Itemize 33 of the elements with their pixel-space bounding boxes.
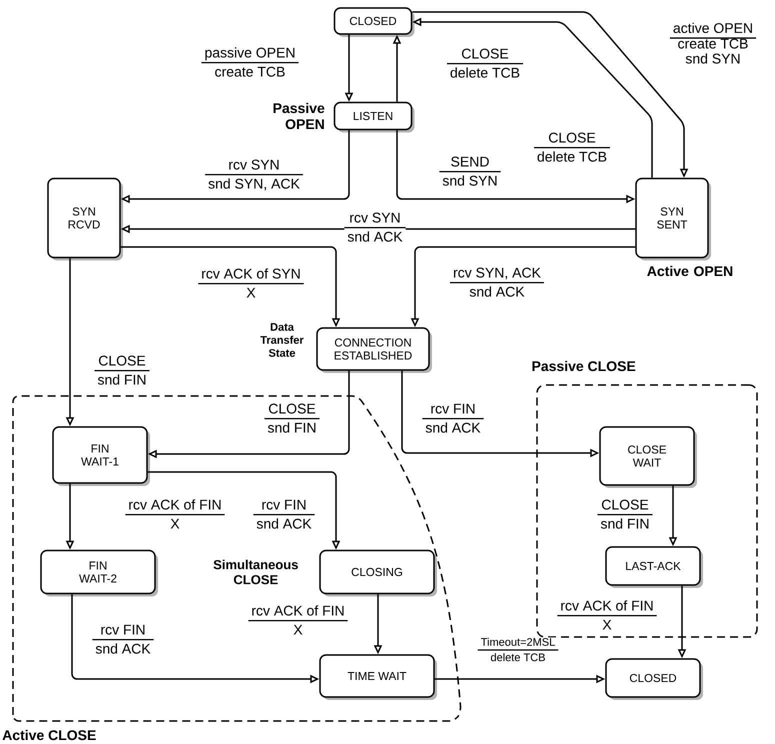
edge-label: rcv ACK of SYN X [198,268,304,302]
edge-label: rcv SYN, ACK snd ACK [450,266,544,302]
state-box: LAST-ACK [605,546,703,588]
edge-label: rcv ACK of FIN X [557,600,657,634]
edge-label: rcv SYN snd ACK [344,212,406,246]
edge-label: CLOSE snd FIN [94,354,150,390]
edge-label: rcv FIN snd ACK [92,624,154,658]
state-box: SYN RCVD [47,178,123,260]
state-caption: Simultaneous CLOSE [214,560,298,584]
edge-label: active OPEN create TCB snd SYN [670,22,756,64]
node-label: Active CLOSE [2,730,96,740]
edge-label: SEND snd SYN [439,156,501,190]
state-caption: Passive OPEN [274,102,324,130]
edge-label: rcv SYN snd SYN, ACK [205,158,303,194]
state-caption: Active OPEN [647,266,732,276]
state-caption: Data Transfer State [260,323,304,357]
state-box: FIN WAIT-1 [52,426,150,486]
state-box: CLOSE WAIT [599,426,698,488]
edge-label: rcv FIN snd ACK [253,498,315,534]
state-box: CLOSED [605,658,703,700]
edge-label: passive OPEN create TCB [202,46,299,82]
edge-label: rcv ACK of FIN X [248,604,348,640]
edge-label: CLOSE snd FIN [264,402,320,438]
edge-label: CLOSE delete TCB [534,132,610,166]
edge-label: rcv FIN snd ACK [422,402,484,438]
edge-label: CLOSE snd FIN [598,498,653,534]
edge-label: Timeout=2MSL delete TCB [478,637,558,665]
state-box: TIME WAIT [319,654,437,700]
node-label: Passive CLOSE [532,360,636,372]
edge-label: rcv ACK of FIN X [125,498,225,534]
state-box: CLOSED [334,7,414,37]
edge-label: CLOSE delete TCB [447,48,524,82]
state-box: FIN WAIT-2 [40,550,158,596]
